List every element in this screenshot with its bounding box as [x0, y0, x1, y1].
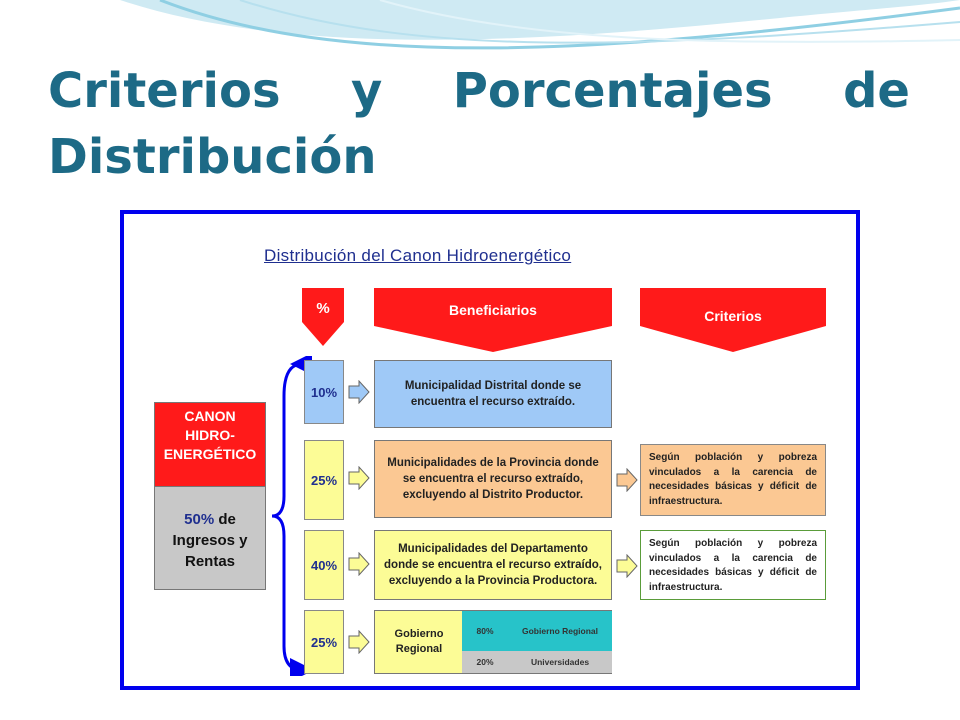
- canon-share-suffix: de: [214, 511, 236, 528]
- beneficiaries-header: Beneficiarios: [374, 288, 612, 354]
- split-percent: 80%: [476, 626, 494, 636]
- decorative-wave: [120, 0, 960, 50]
- beneficiaries-header-shape: [374, 288, 612, 352]
- arrow-right-icon: [348, 552, 370, 576]
- title-word: Criterios: [48, 63, 281, 119]
- canon-share-line3: Rentas: [184, 553, 236, 570]
- title-word: Porcentajes: [452, 63, 773, 119]
- diagram-title: Distribución del Canon Hidroenergético: [264, 246, 572, 265]
- canon-label-line: ENERGÉTICO: [163, 446, 257, 462]
- regional-split-row: 20% Universidades: [462, 651, 612, 673]
- slide-title: Criterios y Porcentajes de Distribución: [48, 58, 910, 190]
- regional-split-table: 80% Gobierno Regional 20% Universidades: [462, 611, 612, 673]
- canon-share-line1: 50% de: [155, 509, 265, 530]
- arrow-right-icon: [348, 380, 370, 404]
- slide-title-line1: Criterios y Porcentajes de: [48, 58, 910, 124]
- regional-split-row: 80% Gobierno Regional: [462, 611, 612, 651]
- arrow-right-icon: [616, 468, 638, 492]
- percent-header: %: [302, 288, 344, 348]
- beneficiary-box: Municipalidades de la Provincia donde se…: [374, 440, 612, 518]
- percent-box: 10%: [304, 360, 344, 424]
- distribution-diagram: Distribución del Canon Hidroenergético %…: [120, 210, 860, 690]
- split-name: Universidades: [530, 657, 590, 667]
- percent-header-label: %: [316, 300, 330, 317]
- percent-box: 25%: [304, 610, 344, 674]
- split-name: Gobierno Regional: [521, 626, 599, 636]
- beneficiary-box: Municipalidad Distrital donde se encuent…: [374, 360, 612, 428]
- arrow-right-icon: [348, 630, 370, 654]
- canon-share-percent: 50%: [184, 511, 215, 528]
- percent-header-shape: [302, 288, 344, 346]
- regional-government-label: Gobierno Regional: [394, 628, 444, 655]
- criteria-box: Según población y pobreza vinculados a l…: [640, 444, 826, 516]
- title-word: de: [843, 63, 910, 119]
- arrow-right-icon: [616, 554, 638, 578]
- brace-connector: [272, 356, 312, 676]
- canon-label: CANON HIDRO- ENERGÉTICO: [154, 402, 266, 486]
- beneficiaries-header-label: Beneficiarios: [449, 302, 537, 318]
- beneficiary-box-regional: Gobierno Regional 80% Gobierno Regional …: [374, 610, 612, 674]
- percent-box: 25%: [304, 440, 344, 520]
- beneficiary-box: Municipalidades del Departamento donde s…: [374, 530, 612, 600]
- split-percent: 20%: [476, 657, 494, 667]
- percent-box: 40%: [304, 530, 344, 600]
- arrow-right-icon: [348, 466, 370, 490]
- canon-share-line2: Ingresos y: [172, 532, 248, 549]
- canon-label-line: HIDRO-: [185, 427, 235, 443]
- canon-label-line: CANON: [184, 408, 236, 424]
- slide-title-line2: Distribución: [48, 129, 377, 185]
- criteria-box: Según población y pobreza vinculados a l…: [640, 530, 826, 600]
- criteria-header: Criterios: [640, 288, 826, 354]
- criteria-header-shape: [640, 288, 826, 352]
- canon-share: 50% de Ingresos y Rentas: [154, 486, 266, 590]
- criteria-header-label: Criterios: [704, 308, 762, 324]
- title-word: y: [350, 63, 383, 119]
